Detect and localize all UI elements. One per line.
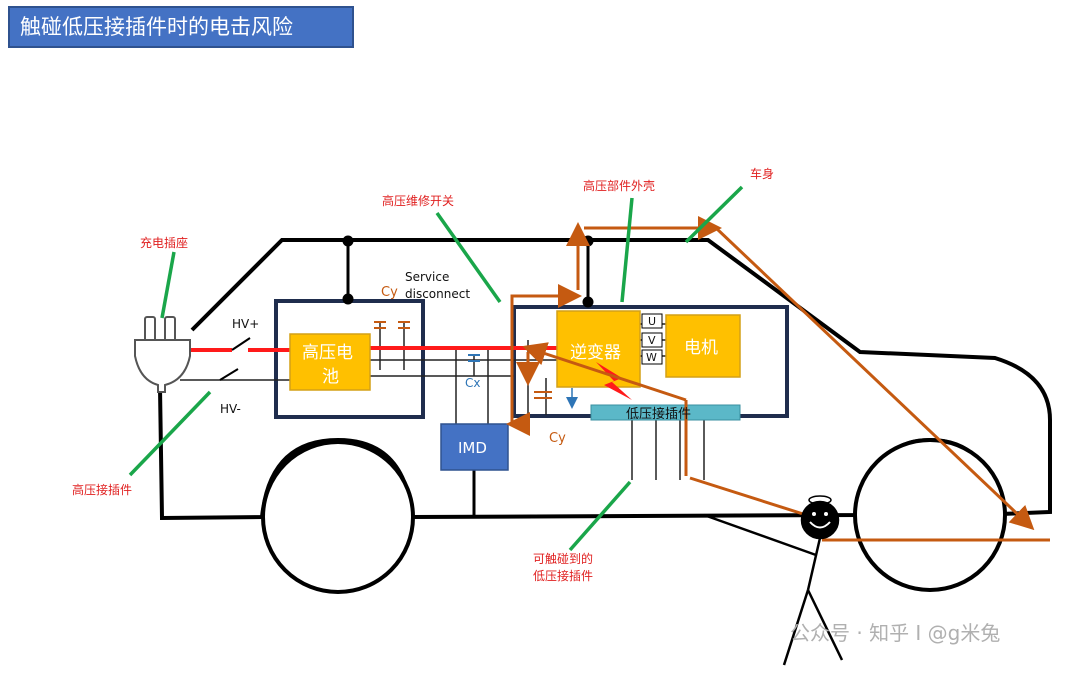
lv-connector (590, 404, 741, 421)
cy-capacitor-inverter (534, 391, 552, 399)
hv-plus-label: HV+ (232, 317, 259, 331)
car-body-label: 车身 (750, 166, 774, 181)
cy-bottom-label: Cy (549, 431, 566, 446)
phase-w-label: W (646, 351, 657, 364)
eye-icon (812, 512, 816, 516)
cx-capacitor (468, 354, 480, 362)
front-wheel (853, 438, 1007, 592)
hv-connector-label: 高压接插件 (72, 482, 132, 497)
label-pointers (128, 185, 744, 552)
watermark: 公众号 · 知乎 I @g米兔 (790, 621, 1000, 645)
hv-battery (289, 333, 371, 391)
cy-top-label: Cy (381, 285, 398, 300)
battery-label-2: 池 (322, 367, 339, 387)
imd-label: IMD (458, 439, 487, 457)
cy-capacitor-battery (374, 321, 410, 329)
person-figure (703, 495, 844, 666)
service-disconnect-label-1: Service (405, 270, 449, 284)
service-switch-label: 高压维修开关 (382, 193, 454, 208)
page-title: 触碰低压接插件时的电击风险 (8, 6, 354, 48)
shock-bolt-icon (596, 362, 632, 400)
battery-label-1: 高压电 (302, 343, 353, 363)
inverter-label: 逆变器 (570, 343, 621, 363)
cx-label: Cx (465, 376, 480, 390)
touchable-lv-label-1: 可触碰到的 (533, 551, 593, 566)
hv-minus-label: HV- (220, 402, 241, 416)
motor (665, 314, 741, 378)
touchable-lv-label-2: 低压接插件 (533, 568, 593, 583)
eye-icon (824, 512, 828, 516)
smile-icon (809, 521, 831, 529)
charging-plug-icon (134, 316, 191, 393)
motor-label: 电机 (684, 338, 718, 358)
lv-connector-label: 低压接插件 (626, 406, 691, 422)
leakage-path (506, 216, 1050, 542)
hv-housing-label: 高压部件外壳 (583, 178, 655, 193)
service-disconnect-label-2: disconnect (405, 287, 470, 301)
phase-v-label: V (648, 334, 656, 347)
phase-terminals (641, 313, 663, 365)
hv-plus-line (186, 337, 558, 352)
rear-wheel (261, 440, 415, 594)
hv-minus-switch (219, 368, 239, 381)
imd (440, 423, 509, 471)
inverter (556, 310, 641, 388)
phase-u-label: U (648, 315, 656, 328)
charging-port-label: 充电插座 (140, 235, 188, 250)
